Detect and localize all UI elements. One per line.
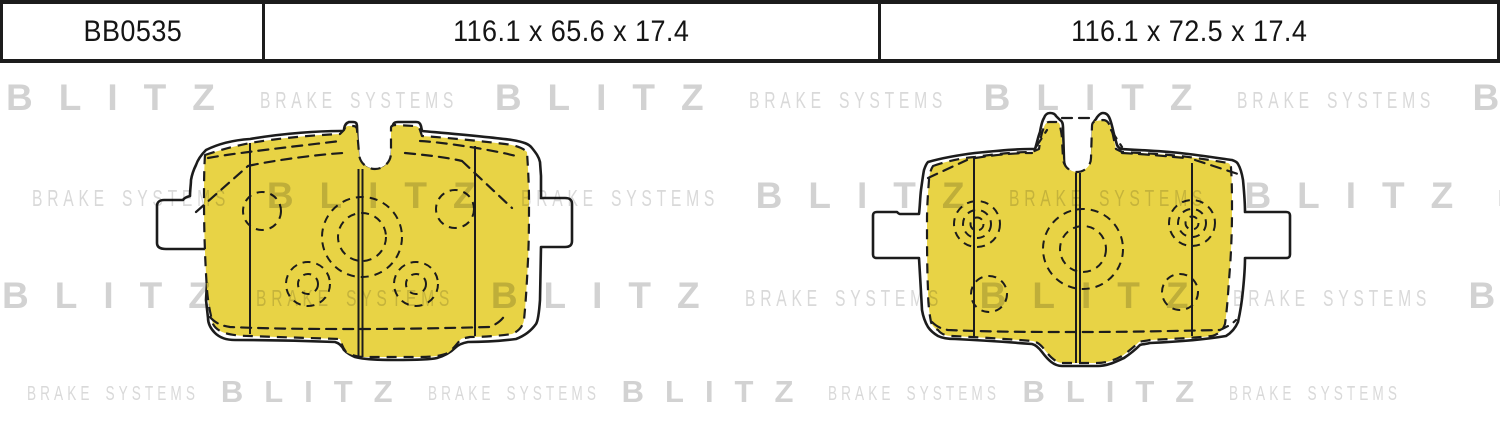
part-number: BB0535 — [83, 14, 182, 48]
bottom-right-hole-inner — [405, 273, 427, 295]
center-hole-outer — [321, 196, 403, 278]
watermark-brand: BLITZ — [1468, 275, 1500, 316]
top-right-hole-outer — [1168, 199, 1216, 247]
header-table: BB0535 116.1 x 65.6 x 17.4 116.1 x 72.5 … — [0, 0, 1500, 63]
drill-marks — [242, 189, 475, 307]
watermark-tagline: BRAKE SYSTEMS — [26, 383, 199, 405]
slot-lines — [249, 143, 476, 357]
left-pad-dimensions: 116.1 x 65.6 x 17.4 — [453, 14, 690, 48]
bottom-right-hole — [1161, 273, 1199, 311]
top-left-hole-mid — [962, 209, 992, 239]
right-pad-dimensions-cell: 116.1 x 72.5 x 17.4 — [878, 4, 1497, 59]
watermark-brand: BLITZ — [1022, 374, 1216, 409]
watermark-brand: BLITZ — [0, 175, 13, 216]
chamfer-lines — [194, 139, 522, 331]
friction-material — [202, 123, 531, 359]
watermark-row: BLITZ BRAKE SYSTEMS BLITZ BRAKE SYSTEMS BLIT… — [0, 370, 1423, 420]
center-hole-inner — [1059, 225, 1107, 273]
watermark-tagline: BRAKE SYSTEMS — [31, 185, 230, 211]
top-left-hole — [242, 191, 282, 231]
center-hole-inner — [337, 212, 387, 262]
top-right-hole — [435, 189, 475, 229]
bottom-left-hole — [970, 275, 1008, 313]
drill-marks — [953, 199, 1216, 313]
watermark-brand: BLITZ — [220, 374, 414, 409]
right-brake-pad-drawing — [871, 111, 1292, 368]
top-right-hole-mid — [1177, 208, 1207, 238]
bottom-left-hole-inner — [297, 273, 319, 295]
center-hole-outer — [1042, 208, 1124, 290]
watermark-brand: BLITZ — [0, 374, 13, 409]
left-pad-dimensions-cell: 116.1 x 65.6 x 17.4 — [262, 4, 878, 59]
watermark-brand: BLITZ — [1472, 77, 1500, 118]
top-right-hole-inner — [1184, 215, 1200, 231]
watermark-tagline: BRAKE SYSTEMS — [828, 383, 1001, 405]
watermark-tagline: BRAKE SYSTEMS — [748, 87, 947, 113]
watermark-tagline: BRAKE SYSTEMS — [1229, 383, 1402, 405]
right-pad-dimensions: 116.1 x 72.5 x 17.4 — [1070, 14, 1308, 48]
chamfer-lines — [926, 116, 1240, 334]
watermark-brand: BLITZ — [621, 374, 815, 409]
slot-lines — [973, 157, 1193, 363]
watermark-tagline: BRAKE SYSTEMS — [744, 285, 943, 311]
bottom-left-hole-outer — [285, 261, 331, 307]
watermark-tagline: BRAKE SYSTEMS — [427, 383, 600, 405]
bottom-right-hole-outer — [393, 261, 439, 307]
left-brake-pad-drawing — [155, 120, 574, 362]
part-number-cell: BB0535 — [0, 4, 262, 59]
top-left-hole-outer — [953, 200, 1001, 248]
top-left-hole-inner — [969, 216, 985, 232]
